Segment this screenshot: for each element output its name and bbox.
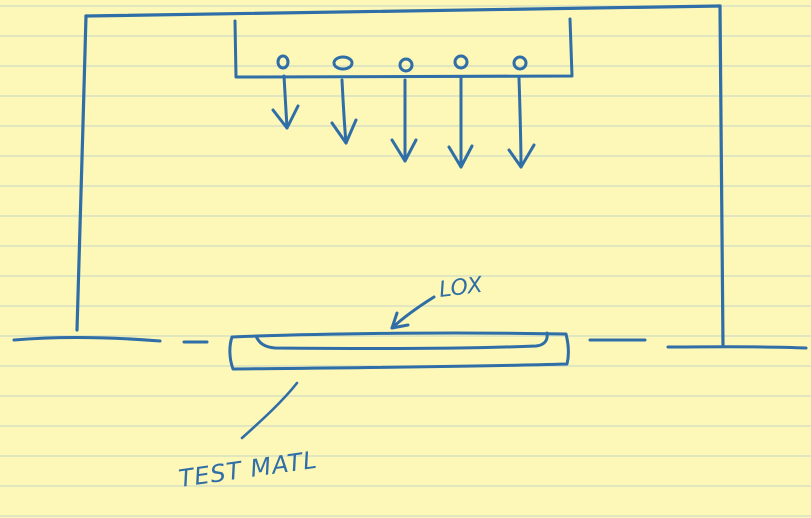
arrow-head [330, 118, 358, 145]
enclosure [75, 4, 725, 348]
nozzle-3 [390, 57, 418, 163]
nozzle-orifice [398, 57, 414, 73]
nozzle-orifice [332, 55, 354, 71]
nozzle-orifice [276, 54, 290, 70]
nozzle-2 [330, 55, 358, 145]
arrow-head [507, 143, 536, 169]
ruled-lines [0, 5, 811, 517]
floor-segment [12, 335, 162, 343]
spray-arrow [517, 76, 523, 169]
tray-outline [228, 331, 570, 371]
test-material-tray [228, 331, 570, 371]
enclosure-right-wall [718, 4, 725, 348]
nozzle-4 [447, 54, 474, 169]
arrow-head [447, 144, 474, 169]
arrow-head [271, 104, 300, 130]
nozzle-orifice [453, 54, 469, 70]
lox-pool-outline [254, 331, 549, 351]
spray-arrow [340, 78, 348, 145]
enclosure-left-wall [75, 14, 88, 332]
lox-label: LOX [438, 273, 485, 303]
floor-segment [666, 345, 808, 350]
spray-arrow [282, 74, 289, 130]
nozzle-orifice [512, 55, 528, 71]
nozzle-array [271, 54, 536, 169]
nozzle-manifold [233, 17, 574, 79]
nozzle-5 [507, 55, 536, 169]
nozzle-1 [271, 54, 300, 130]
test-material-leader [240, 381, 299, 440]
arrow-head [390, 138, 418, 163]
floor-line [12, 335, 808, 350]
enclosure-top-wall [84, 4, 722, 18]
arrow-head [390, 311, 410, 330]
pointer-line [390, 295, 436, 330]
lox-pointer [390, 295, 436, 330]
